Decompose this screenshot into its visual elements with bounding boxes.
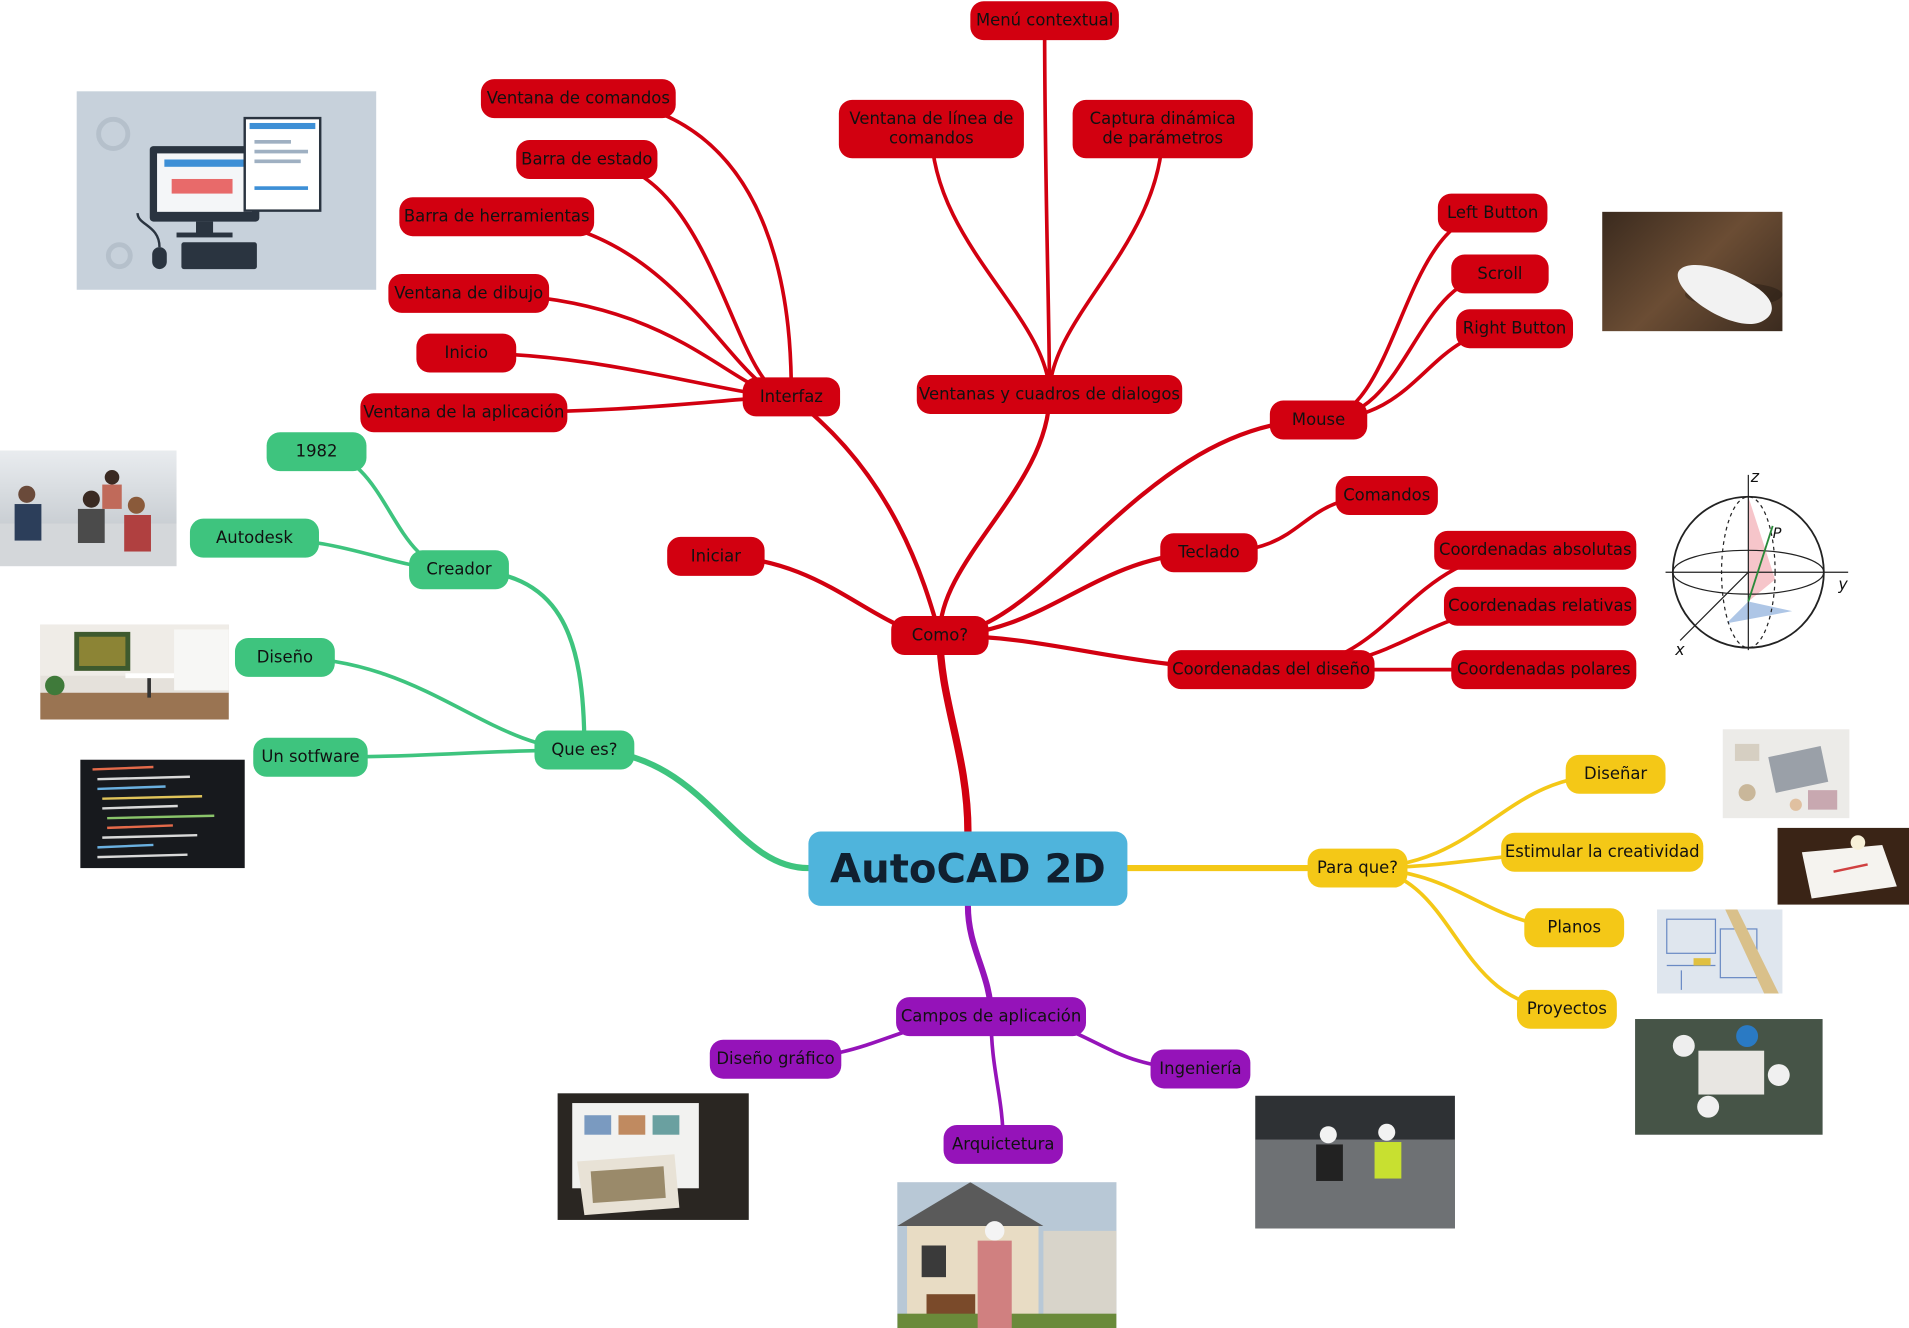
node-estimular-creatividad[interactable]: Estimular la creatividad [1501,832,1704,872]
node-proyectos[interactable]: Proyectos [1517,989,1617,1029]
node-1982[interactable]: 1982 [266,432,367,472]
node-como[interactable]: Como? [891,616,989,656]
architects-photo [1635,1019,1823,1135]
node-comandos[interactable]: Comandos [1335,476,1438,516]
node-ventana-aplicacion[interactable]: Ventana de la aplicación [360,393,568,433]
node-iniciar[interactable]: Iniciar [667,536,765,576]
sphere-label-y: y [1837,574,1848,593]
node-un-software[interactable]: Un sotfware [253,737,368,777]
node-coordenadas-absolutas[interactable]: Coordenadas absolutas [1434,530,1637,570]
node-scroll[interactable]: Scroll [1451,254,1549,294]
node-inicio[interactable]: Inicio [416,333,517,373]
computer-illustration [76,91,377,290]
coordinate-sphere-diagram: z y x P [1665,467,1856,658]
node-creador[interactable]: Creador [409,550,509,590]
node-teclado[interactable]: Teclado [1160,533,1258,573]
node-coordenadas-relativas[interactable]: Coordenadas relativas [1443,586,1637,626]
node-left-button[interactable]: Left Button [1437,193,1548,233]
node-barra-estado[interactable]: Barra de estado [516,140,658,179]
house-architect-photo [897,1182,1117,1328]
node-diseno[interactable]: Diseño [234,637,335,677]
node-menu-contextual[interactable]: Menú contextual [970,1,1119,41]
node-coordenadas-polares[interactable]: Coordenadas polares [1451,650,1637,690]
node-ventanas-cuadros[interactable]: Ventanas y cuadros de dialogos [916,374,1183,414]
engineers-photo [1255,1095,1455,1229]
sphere-label-p: P [1773,525,1782,542]
node-que-es[interactable]: Que es? [534,730,635,770]
sphere-label-x: x [1674,640,1685,657]
paper-lamp-photo [1777,827,1909,905]
node-interfaz[interactable]: Interfaz [742,377,841,417]
node-campos-aplicacion[interactable]: Campos de aplicación [896,997,1087,1037]
node-right-button[interactable]: Right Button [1456,309,1574,349]
node-para-que[interactable]: Para que? [1307,848,1408,888]
mouse-photo [1602,211,1783,332]
node-coordenadas-diseno[interactable]: Coordenadas del diseño [1167,650,1375,690]
node-disenar[interactable]: Diseñar [1565,754,1666,794]
node-ventana-dibujo[interactable]: Ventana de dibujo [388,273,550,313]
node-captura-dinamica[interactable]: Captura dinámica de parámetros [1072,99,1253,159]
node-mouse[interactable]: Mouse [1269,400,1368,440]
node-ingenieria[interactable]: Ingeniería [1150,1049,1251,1089]
node-planos[interactable]: Planos [1524,908,1625,948]
code-screen-photo [80,759,245,869]
graphic-design-photo [557,1093,749,1220]
office-meeting-photo [0,450,177,567]
node-barra-herramientas[interactable]: Barra de herramientas [399,197,595,237]
blueprint-photo [1657,909,1783,994]
desk-laptop-photo [1722,729,1850,819]
interior-photo [40,624,229,720]
node-ventana-linea-comandos[interactable]: Ventana de línea de comandos [838,99,1024,159]
node-autodesk[interactable]: Autodesk [189,518,319,558]
node-arquitectura[interactable]: Arquictetura [943,1124,1063,1164]
sphere-label-z: z [1750,468,1760,487]
central-node[interactable]: AutoCAD 2D [808,831,1128,906]
node-ventana-comandos[interactable]: Ventana de comandos [480,79,676,119]
node-diseno-grafico[interactable]: Diseño gráfico [709,1039,842,1079]
